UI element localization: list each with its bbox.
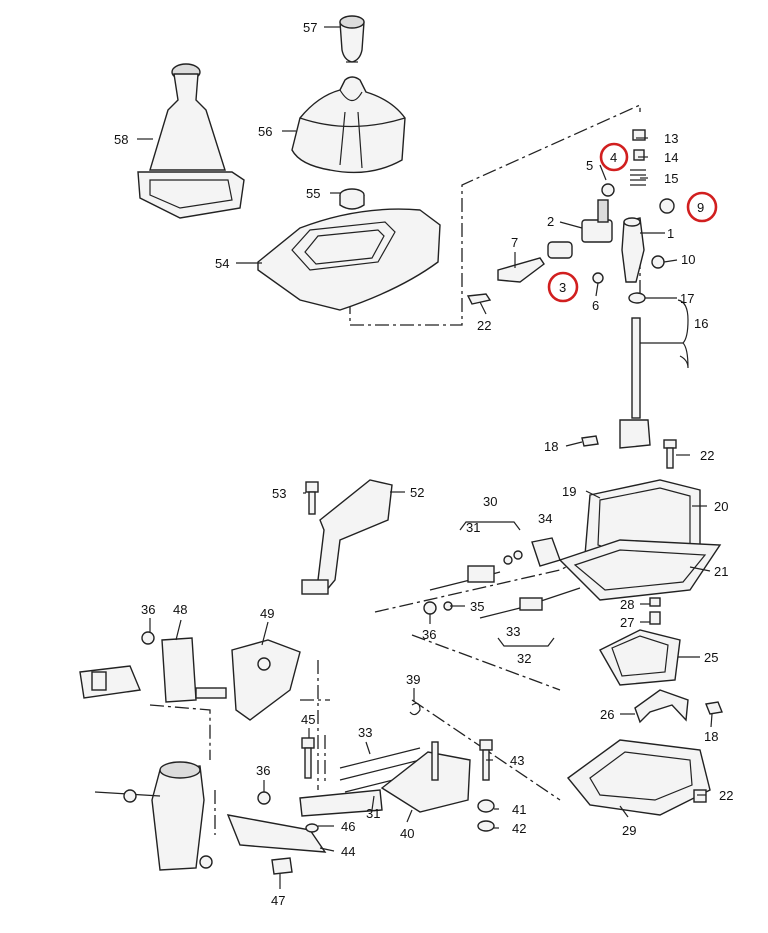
callout-18-lower: 18 <box>704 729 718 744</box>
callout-36-center: 36 <box>422 627 436 642</box>
brackets-16-30-32 <box>459 299 689 647</box>
shift-knob-57 <box>339 15 365 63</box>
shift-boot-58 <box>137 63 245 219</box>
callout-46: 46 <box>341 819 355 834</box>
gear-housing-19-20-21 <box>558 479 722 601</box>
callout-31-lower: 31 <box>366 806 380 821</box>
bracket-44 <box>226 791 327 875</box>
callout-39: 39 <box>406 672 420 687</box>
ring-55 <box>339 188 365 210</box>
callout-42: 42 <box>512 821 526 836</box>
plate-40 <box>380 741 471 813</box>
callout-31-upper: 31 <box>466 520 480 535</box>
callout-43: 43 <box>510 753 524 768</box>
callout-33-lower: 33 <box>358 725 372 740</box>
callout-49: 49 <box>260 606 274 621</box>
callout-27: 27 <box>620 615 634 630</box>
console-cover-54 <box>257 208 441 311</box>
bolt-43-41-42 <box>477 739 495 832</box>
callout-41: 41 <box>512 802 526 817</box>
callout-19: 19 <box>562 484 576 499</box>
callout-5: 5 <box>586 158 593 173</box>
group-line-upper <box>349 103 641 326</box>
callout-13: 13 <box>664 131 678 146</box>
bracket-25 <box>599 597 681 686</box>
callout-14: 14 <box>664 150 678 165</box>
group-line-bottom-right <box>411 699 561 801</box>
selector-mechanism <box>466 129 675 305</box>
callout-58: 58 <box>114 132 128 147</box>
lever-26 <box>634 689 723 724</box>
callout-57: 57 <box>303 20 317 35</box>
group-line-mid <box>411 634 561 691</box>
shift-rod-16 <box>581 317 651 449</box>
callout-9: 9 <box>697 200 704 215</box>
callout-7: 7 <box>511 235 518 250</box>
group-line-left-frame <box>149 704 216 835</box>
callout-22-bottom: 22 <box>719 788 733 803</box>
bolt-22-right <box>663 439 677 469</box>
highlight-circle-4 <box>599 142 629 172</box>
cable-30-31 <box>423 537 561 615</box>
shift-boot-56 <box>291 76 406 174</box>
callout-1: 1 <box>667 226 674 241</box>
leader-lines <box>137 26 713 889</box>
callout-29: 29 <box>622 823 636 838</box>
callout-45: 45 <box>301 712 315 727</box>
callout-4: 4 <box>610 150 617 165</box>
callout-55: 55 <box>306 186 320 201</box>
callout-48: 48 <box>173 602 187 617</box>
callout-18-upper: 18 <box>544 439 558 454</box>
bolt-45 <box>301 737 315 779</box>
shift-arm-52 <box>301 479 393 595</box>
bolt-53 <box>305 481 319 515</box>
callout-36-lower: 36 <box>256 763 270 778</box>
selector-housing-left <box>94 761 213 871</box>
cable-32-33 <box>479 587 581 619</box>
callout-52: 52 <box>410 485 424 500</box>
callout-3: 3 <box>559 280 566 295</box>
callout-2: 2 <box>547 214 554 229</box>
callout-32: 32 <box>517 651 531 666</box>
callout-56: 56 <box>258 124 272 139</box>
clip-39 <box>409 702 421 716</box>
highlight-circle-3 <box>547 271 579 303</box>
callout-22-right: 22 <box>700 448 714 463</box>
callout-47: 47 <box>271 893 285 908</box>
callout-10: 10 <box>681 252 695 267</box>
callout-36-left: 36 <box>141 602 155 617</box>
callout-30: 30 <box>483 494 497 509</box>
callout-34: 34 <box>538 511 552 526</box>
callout-22-upper: 22 <box>477 318 491 333</box>
callout-20: 20 <box>714 499 728 514</box>
callout-17: 17 <box>680 291 694 306</box>
callout-40: 40 <box>400 826 414 841</box>
highlight-circle-9 <box>686 191 718 223</box>
callout-16: 16 <box>694 316 708 331</box>
callout-25: 25 <box>704 650 718 665</box>
callout-26: 26 <box>600 707 614 722</box>
callout-21: 21 <box>714 564 728 579</box>
callout-54: 54 <box>215 256 229 271</box>
plate-29 <box>566 739 711 816</box>
lever-49 <box>195 639 301 721</box>
bracket-48 <box>79 631 197 703</box>
callout-6: 6 <box>592 298 599 313</box>
callout-35: 35 <box>470 599 484 614</box>
callout-53: 53 <box>272 486 286 501</box>
callout-28: 28 <box>620 597 634 612</box>
callout-44: 44 <box>341 844 355 859</box>
group-line-center <box>300 660 330 790</box>
callout-15: 15 <box>664 171 678 186</box>
callout-33-right: 33 <box>506 624 520 639</box>
